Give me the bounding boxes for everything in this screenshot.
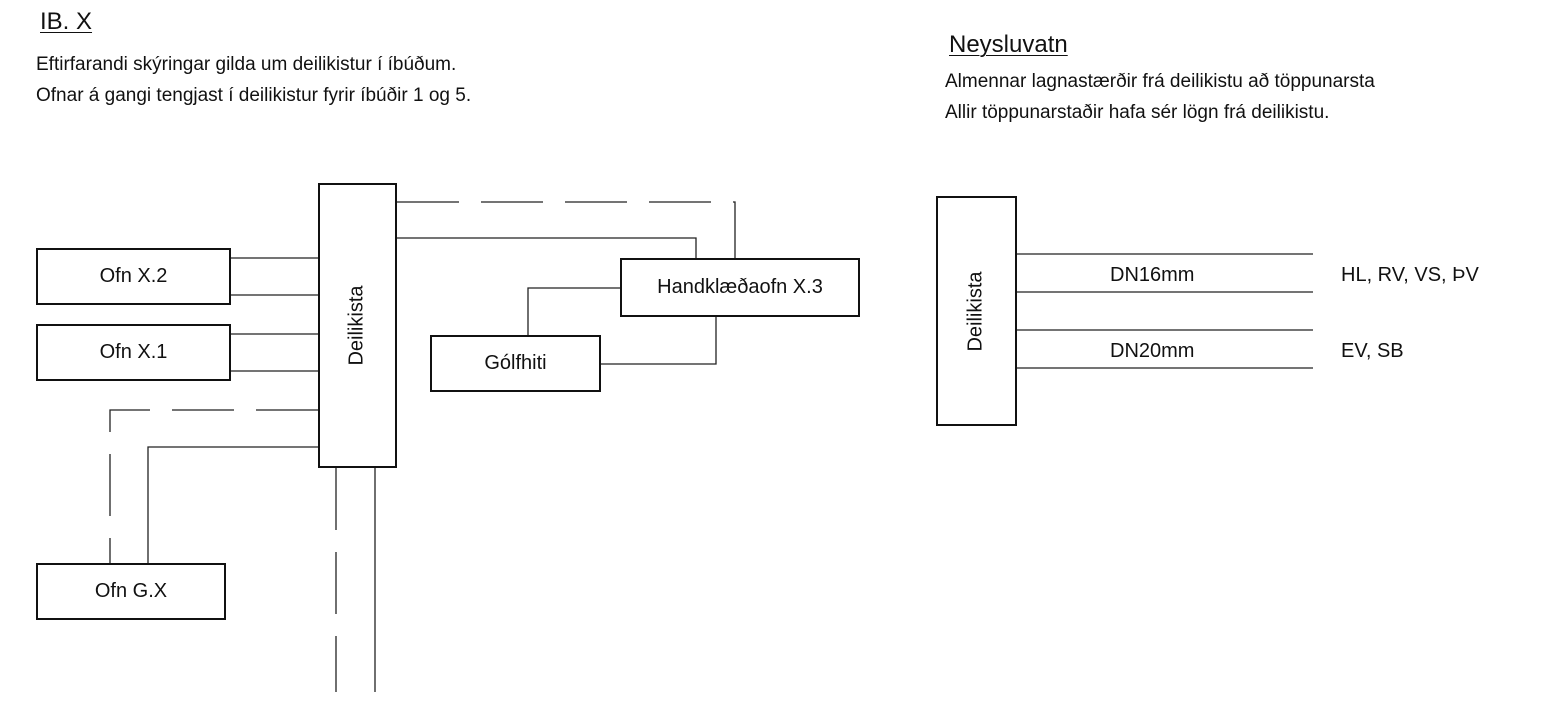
- towel-rail-box: Handklæðaofn X.3: [620, 258, 860, 317]
- pipe-floor-heating-supply: [527, 287, 620, 335]
- radiator-ofn-gx-label: Ofn G.X: [94, 580, 168, 602]
- water-manifold-label: Deilikista: [965, 270, 987, 352]
- radiator-ofn-x1: Ofn X.1: [36, 324, 231, 381]
- right-description-line-1: Almennar lagnastærðir frá deilikistu að …: [945, 71, 1375, 92]
- radiator-ofn-x1-label: Ofn X.1: [99, 341, 168, 363]
- heating-manifold-label: Deilikista: [346, 285, 368, 366]
- pipe-ofn-gx-supply: [109, 409, 318, 563]
- towel-rail-label: Handklæðaofn X.3: [657, 276, 823, 298]
- pipe-towel-rail-supply: [397, 201, 736, 258]
- pipe-floor-heating-return: [601, 317, 717, 365]
- radiator-ofn-x2-label: Ofn X.2: [99, 265, 168, 287]
- left-description-line-1: Eftirfarandi skýringar gilda um deilikis…: [36, 54, 457, 75]
- radiator-ofn-gx: Ofn G.X: [36, 563, 226, 620]
- floor-heating-label: Gólfhiti: [484, 352, 547, 374]
- right-section-title: Neysluvatn: [949, 31, 1068, 58]
- water-manifold-box: Deilikista: [936, 196, 1017, 426]
- heating-manifold-box: Deilikista: [318, 183, 397, 468]
- water-pipe-1-fixtures: HL, RV, VS, ÞV: [1341, 264, 1479, 286]
- water-pipe-1-size: DN16mm: [1110, 264, 1195, 286]
- pipe-ofn-gx-return: [147, 446, 318, 563]
- pipe-towel-rail-return: [397, 237, 697, 258]
- left-description-line-2: Ofnar á gangi tengjast í deilikistur fyr…: [36, 85, 472, 106]
- right-description-line-2: Allir töppunarstaðir hafa sér lögn frá d…: [945, 102, 1330, 123]
- water-pipe-2-fixtures: EV, SB: [1341, 340, 1404, 362]
- left-section-title: IB. X: [40, 8, 93, 35]
- radiator-ofn-x2: Ofn X.2: [36, 248, 231, 305]
- floor-heating-box: Gólfhiti: [430, 335, 601, 392]
- water-pipe-2-size: DN20mm: [1110, 340, 1195, 362]
